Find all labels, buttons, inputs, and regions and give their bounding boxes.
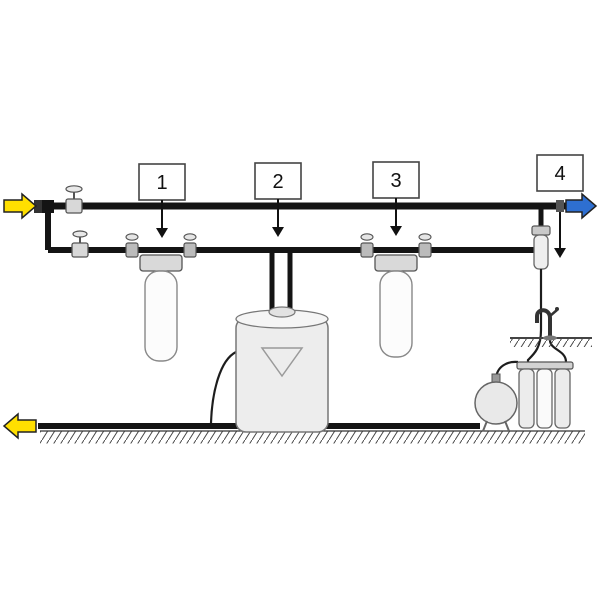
outlet-union-fitting xyxy=(556,200,564,212)
tee-fitting xyxy=(42,200,54,213)
filter-head xyxy=(139,254,183,272)
callout-1-arrow-icon xyxy=(156,228,168,238)
callout-1-label: 1 xyxy=(156,172,167,194)
callout-3-arrow-icon xyxy=(390,226,402,236)
ro-cartridge xyxy=(554,368,571,429)
bypass-valve xyxy=(71,230,89,258)
inlet-flow-arrow xyxy=(3,192,38,220)
drain-flow-arrow xyxy=(2,412,37,440)
softener-lid-cap xyxy=(268,306,296,318)
inlet-union-fitting xyxy=(34,200,42,213)
filter-housing xyxy=(144,270,178,362)
water-softener xyxy=(209,250,329,433)
outlet-flow-arrow xyxy=(565,192,598,220)
filter-head xyxy=(374,254,418,272)
callout-2-arrow-icon xyxy=(272,227,284,237)
callout-2: 2 xyxy=(254,162,302,237)
drinking-water-faucet xyxy=(535,307,559,341)
ground-hatch xyxy=(40,430,585,444)
reverse-osmosis-unit xyxy=(516,361,574,429)
pressure-tank xyxy=(474,373,518,432)
inline-postfilter xyxy=(531,225,551,270)
callout-1: 1 xyxy=(138,163,186,238)
callout-3: 3 xyxy=(372,161,420,236)
callout-4-arrow-icon xyxy=(554,248,566,258)
sediment-prefilter xyxy=(125,233,197,362)
main-supply-pipe xyxy=(34,200,566,253)
filter-housing xyxy=(379,270,413,358)
callout-3-label: 3 xyxy=(390,170,401,192)
ro-cartridge xyxy=(518,368,535,429)
callout-4: 4 xyxy=(536,154,584,258)
ro-cartridge xyxy=(536,368,553,429)
ro-manifold xyxy=(516,361,574,370)
callout-2-label: 2 xyxy=(272,171,283,193)
callout-4-label: 4 xyxy=(554,163,565,185)
salt-symbol xyxy=(260,347,304,378)
inlet-shutoff-valve xyxy=(65,185,83,214)
carbon-filter xyxy=(360,233,432,358)
softener-drain-hose xyxy=(209,351,237,424)
